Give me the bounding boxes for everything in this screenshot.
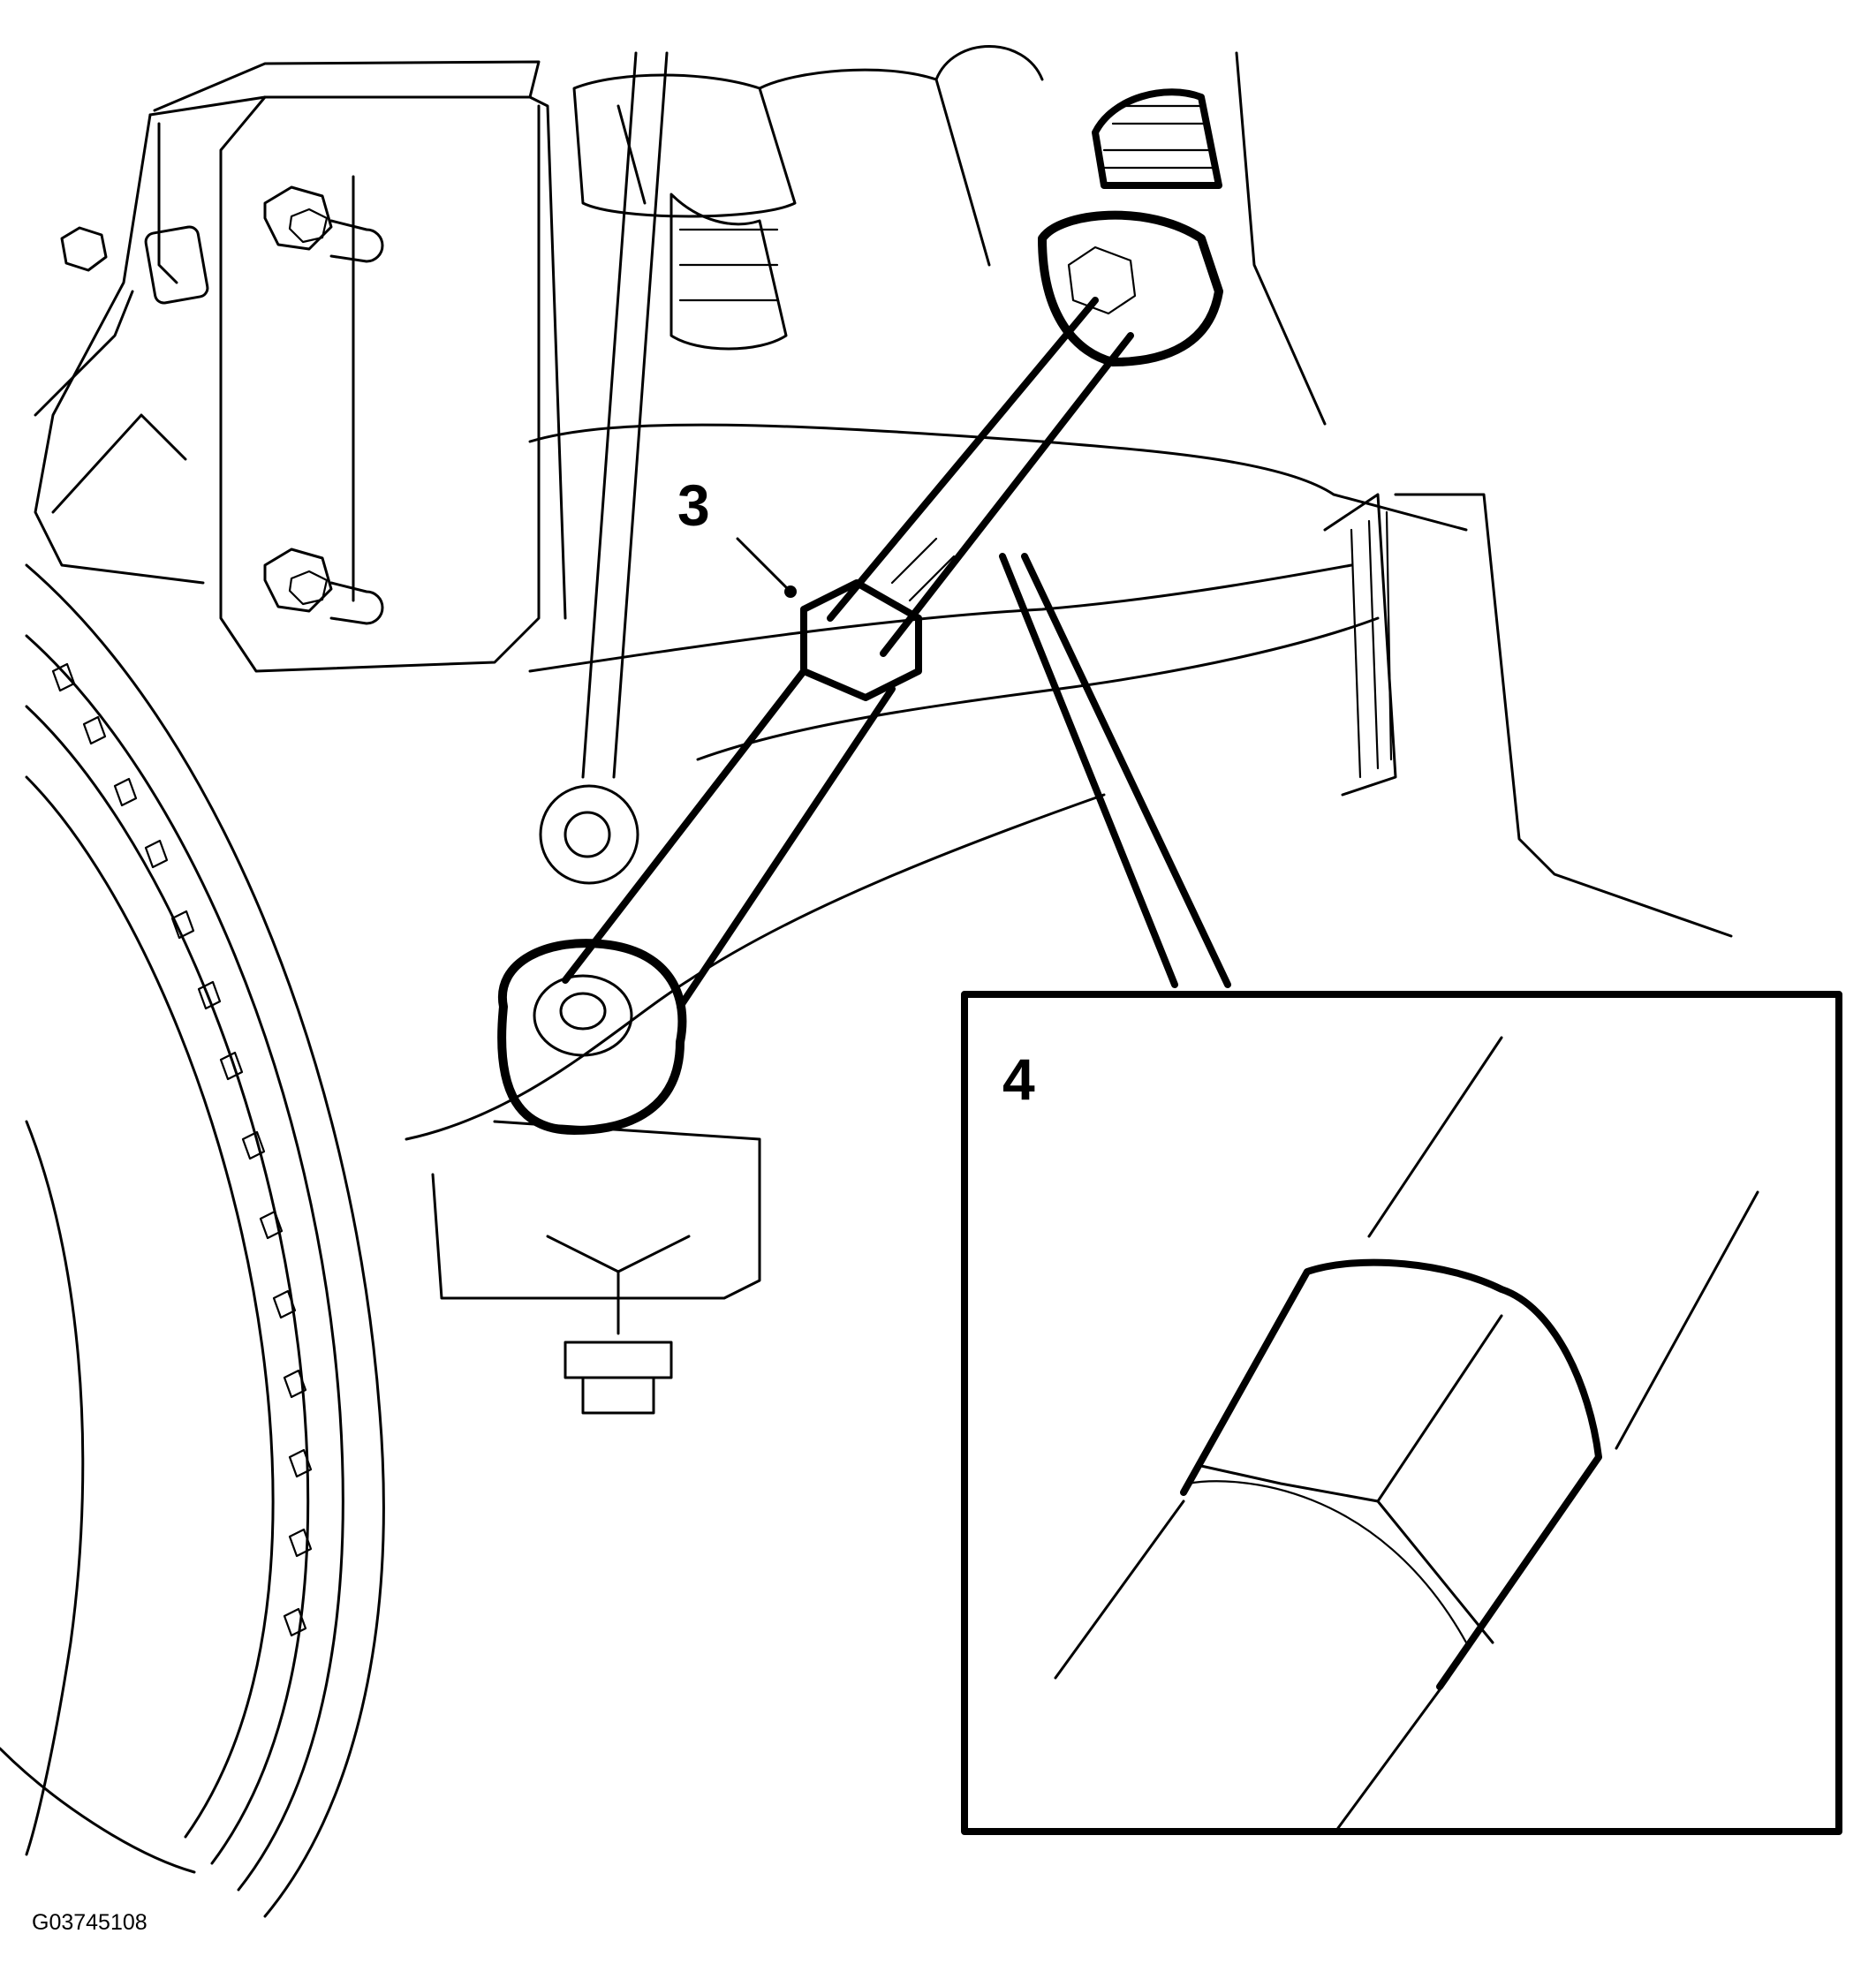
figure-id: G03745108 [32,1910,148,1935]
callout-3-label: 3 [677,472,710,538]
detail-leader-lines [999,553,1231,988]
upper-strut-bolt [263,185,384,263]
shock-absorber [572,45,1044,351]
lower-control-arm [405,51,1733,1415]
brake-disc [0,563,385,1918]
callout-4-label: 4 [1002,1046,1035,1112]
detail-box-4 [961,991,1842,1835]
callout-3-leader [736,537,797,598]
strut-knuckle [34,60,567,673]
tie-rod [497,88,1223,1135]
lower-strut-bolt [263,548,384,625]
